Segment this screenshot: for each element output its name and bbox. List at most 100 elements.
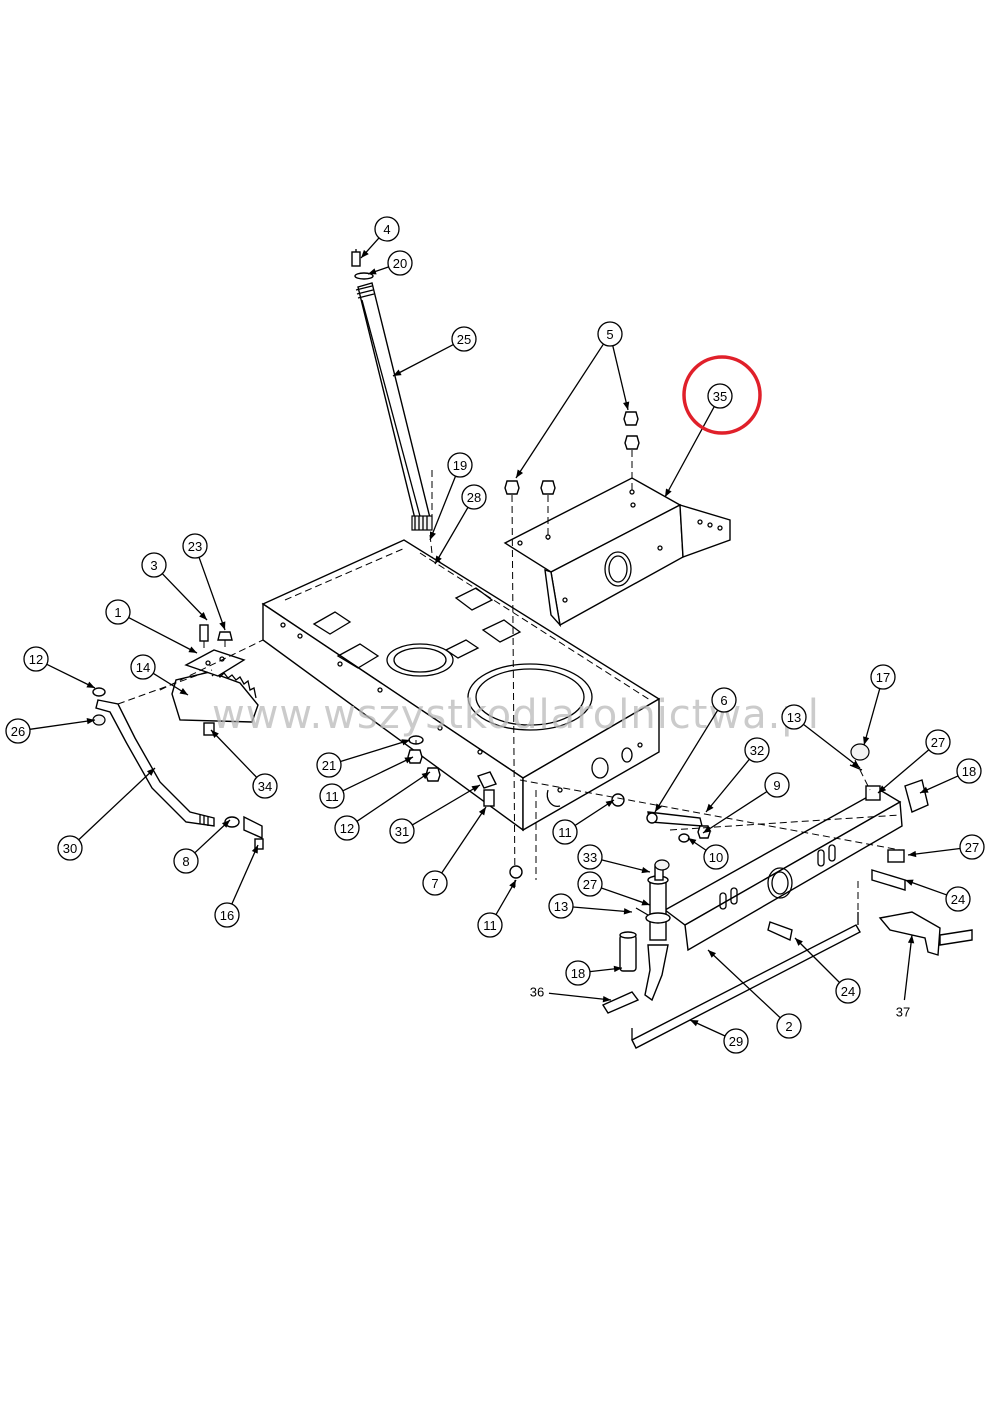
callout-arrowhead: [361, 249, 369, 258]
callout-7[interactable]: 7: [422, 806, 487, 896]
callout-leader-line: [441, 806, 487, 874]
callout-number: 26: [11, 724, 25, 739]
callout-arrowhead: [878, 785, 887, 793]
callout-6[interactable]: 6: [654, 687, 737, 813]
callout-33[interactable]: 33: [577, 844, 651, 874]
callout-32[interactable]: 32: [705, 737, 770, 813]
callout-bubble: [141, 552, 167, 578]
callout-bubble: [105, 599, 131, 625]
callout-arrowhead: [421, 772, 430, 780]
callout-11[interactable]: 11: [319, 756, 414, 809]
callout-8[interactable]: 8: [173, 819, 231, 874]
callout-23[interactable]: 23: [182, 533, 226, 631]
callout-leader-line: [705, 758, 750, 813]
callout-1[interactable]: 1: [105, 599, 198, 654]
callout-34[interactable]: 34: [210, 729, 278, 799]
callout-11[interactable]: 11: [552, 799, 615, 845]
callout-number: 30: [63, 841, 77, 856]
callout-arrowhead: [435, 555, 442, 564]
callout-27[interactable]: 27: [907, 834, 985, 860]
callout-26[interactable]: 26: [5, 717, 96, 744]
callout-leader-line: [412, 784, 481, 826]
callout-bubble: [870, 664, 896, 690]
callout-35[interactable]: 35: [664, 383, 733, 498]
callout-28[interactable]: 28: [434, 484, 487, 565]
callout-number: 8: [182, 854, 189, 869]
callout-25[interactable]: 25: [392, 326, 477, 377]
label-36[interactable]: 36: [530, 985, 612, 1003]
callout-bubble: [723, 1028, 749, 1054]
callout-arrowhead: [86, 681, 95, 688]
callout-31[interactable]: 31: [389, 784, 481, 844]
callout-arrowhead: [623, 908, 632, 915]
callout-arrowhead: [602, 995, 611, 1003]
callout-leader-line: [794, 937, 840, 983]
callout-arrowhead: [146, 768, 155, 776]
callout-arrowhead: [251, 845, 258, 854]
callout-2[interactable]: 2: [707, 949, 802, 1039]
drag-link-drawing: [92, 669, 264, 850]
callout-20[interactable]: 20: [367, 250, 413, 276]
callout-5[interactable]: 5: [515, 321, 630, 479]
callout-number: 12: [29, 652, 43, 667]
callout-13[interactable]: 13: [548, 893, 633, 919]
callout-number: 7: [431, 876, 438, 891]
callout-leader-line: [702, 790, 768, 834]
callout-leader-line: [340, 739, 411, 763]
callout-bubble: [5, 718, 31, 744]
callout-bubble: [214, 902, 240, 928]
front-axle-drawing: [519, 743, 973, 1002]
callout-leader-line: [515, 343, 604, 479]
callout-number: 29: [729, 1034, 743, 1049]
callout-4[interactable]: 4: [360, 216, 400, 259]
callout-leader-line: [128, 616, 198, 654]
callout-leader-line: [572, 906, 633, 913]
callout-arrowhead: [613, 965, 622, 973]
callout-arrowhead: [516, 469, 524, 478]
callout-bubble: [130, 654, 156, 680]
callout-leader-line: [863, 688, 881, 746]
callout-bubble: [577, 871, 603, 897]
callout-arrowhead: [393, 369, 402, 376]
callout-13[interactable]: 13: [781, 704, 861, 769]
callout-11[interactable]: 11: [477, 879, 517, 938]
callout-14[interactable]: 14: [130, 654, 189, 696]
callout-27[interactable]: 27: [877, 729, 951, 794]
callout-arrowhead: [623, 401, 630, 410]
callout-24[interactable]: 24: [794, 937, 861, 1004]
callout-29[interactable]: 29: [689, 1019, 749, 1054]
callout-17[interactable]: 17: [863, 664, 896, 746]
callout-bubble: [334, 815, 360, 841]
callout-arrowhead: [708, 950, 717, 958]
callout-bubble: [422, 870, 448, 896]
callout-leader-line: [601, 859, 651, 873]
callout-arrowhead: [509, 880, 516, 889]
callout-12[interactable]: 12: [334, 771, 431, 841]
callout-leader-line: [198, 557, 226, 631]
callout-bubble: [945, 886, 971, 912]
callout-leader-line: [654, 709, 719, 813]
callout-arrowhead: [665, 488, 672, 497]
callout-9[interactable]: 9: [702, 772, 790, 834]
callout-19[interactable]: 19: [429, 452, 473, 541]
axle-bracket-drawing: [503, 411, 731, 891]
callout-21[interactable]: 21: [316, 739, 411, 778]
callout-18[interactable]: 18: [565, 960, 623, 986]
callout-number: 20: [393, 256, 407, 271]
callout-10[interactable]: 10: [687, 837, 729, 870]
callout-18[interactable]: 18: [919, 758, 982, 794]
callout-12[interactable]: 12: [23, 646, 96, 689]
callout-arrowhead: [404, 757, 413, 764]
callout-bubble: [374, 216, 400, 242]
callout-number: 11: [325, 789, 339, 804]
callout-30[interactable]: 30: [57, 767, 156, 861]
callout-bubble: [577, 844, 603, 870]
callout-bubble: [956, 758, 982, 784]
label-leader-line: [903, 934, 913, 1001]
label-37[interactable]: 37: [896, 934, 915, 1020]
callout-3[interactable]: 3: [141, 552, 208, 621]
callout-arrowhead: [863, 736, 870, 745]
callout-24[interactable]: 24: [904, 879, 971, 912]
callout-27[interactable]: 27: [577, 871, 651, 906]
callout-16[interactable]: 16: [214, 844, 259, 928]
